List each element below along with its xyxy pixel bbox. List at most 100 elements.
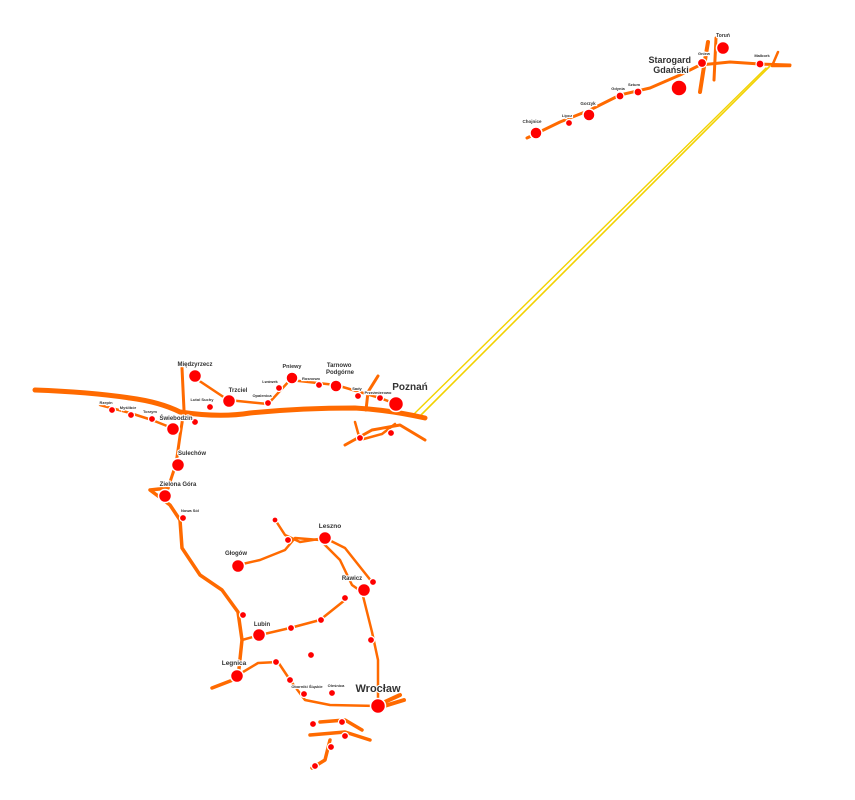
route-sw-descent (148, 486, 244, 690)
city-marker-oborniki[interactable] (299, 689, 309, 699)
city-marker-rzepin[interactable] (107, 405, 117, 415)
city-label-torun: Toruń (716, 33, 730, 39)
city-marker-sztum[interactable] (633, 87, 643, 97)
city-marker-torzym[interactable] (126, 410, 136, 420)
city-marker-sw12[interactable] (308, 719, 318, 729)
city-marker-zielona-gora[interactable] (157, 488, 173, 504)
city-marker-sw10[interactable] (366, 635, 376, 645)
city-marker-tarnowo[interactable] (329, 379, 343, 393)
route-poznan-north (364, 374, 380, 412)
city-marker-swiebodzin[interactable] (165, 421, 181, 437)
city-label-rosnowo: Rosnowo (302, 376, 321, 381)
city-label-rzepin: Rzepin (99, 400, 113, 405)
city-label-zielona-gora: Zielona Góra (160, 482, 197, 488)
city-marker-gorzyk[interactable] (582, 108, 596, 122)
city-marker-leszno[interactable] (317, 530, 333, 546)
city-marker-lwowek[interactable] (274, 383, 284, 393)
city-label-gniew: Gniew (698, 51, 711, 56)
city-label-poznan: Poznań (392, 382, 428, 393)
city-marker-sw16[interactable] (310, 761, 320, 771)
city-label-lubin: Lubin (254, 622, 271, 628)
city-marker-sw2[interactable] (271, 516, 279, 524)
city-label-wroclaw: Wrocław (355, 683, 400, 695)
city-label-olesnica: Oleśnica (328, 683, 345, 688)
city-marker-gdynia[interactable] (615, 91, 625, 101)
city-label-trzciel: Trzciel (229, 388, 248, 394)
city-marker-opalenica[interactable] (263, 398, 273, 408)
route-poznan-loop (353, 420, 397, 442)
city-markers (107, 40, 765, 771)
city-marker-sw7[interactable] (271, 657, 281, 667)
city-marker-sw6[interactable] (238, 610, 248, 620)
city-label-swiebodzin: Świebodzin (160, 415, 193, 422)
city-marker-rawicz[interactable] (356, 582, 372, 598)
city-marker-przezmierowo[interactable] (375, 393, 385, 403)
city-label-myslibor: Myślibór (120, 405, 137, 410)
city-label-tarnowo: Tarnowo Podgórne (326, 363, 355, 376)
city-marker-malbork[interactable] (755, 59, 765, 69)
city-marker-legnica[interactable] (229, 668, 245, 684)
city-label-starogard: Starogard Gdański (648, 55, 693, 75)
city-marker-miedzyrzecz[interactable] (187, 368, 203, 384)
city-marker-sw11[interactable] (368, 577, 378, 587)
city-marker-glogow[interactable] (230, 558, 246, 574)
route-wroclaw-south (308, 718, 372, 770)
city-label-sulechow: Sulechów (178, 451, 206, 457)
city-label-lipcz: Lipcz (562, 113, 572, 118)
city-marker-sulechow[interactable] (170, 457, 186, 473)
city-marker-sw8[interactable] (285, 675, 295, 685)
city-label-miedzyrzecz: Międzyrzecz (177, 362, 212, 368)
city-label-sady: Sady (352, 386, 362, 391)
city-marker-gniew[interactable] (696, 57, 708, 69)
city-label-torzym: Torzym (143, 409, 157, 414)
city-label-opalenica: Opalenica (252, 393, 272, 398)
city-marker-sulechow-e[interactable] (190, 417, 200, 427)
city-label-pniewy: Pniewy (283, 364, 303, 370)
city-marker-chojnice[interactable] (529, 126, 543, 140)
city-label-gorzyk: Gorzyk (580, 101, 596, 106)
city-marker-wroclaw[interactable] (369, 697, 387, 715)
route-central-north (166, 366, 186, 490)
city-label-gdynia: Gdynia (611, 86, 625, 91)
city-label-legnica: Legnica (222, 660, 247, 667)
city-marker-sw5[interactable] (286, 623, 296, 633)
route-link-2 (413, 67, 767, 415)
city-marker-sw1[interactable] (283, 535, 293, 545)
city-marker-nowa-sol[interactable] (178, 513, 188, 523)
route-north-east (770, 50, 792, 68)
city-marker-myslibor[interactable] (147, 414, 157, 424)
city-label-starogard-line1: Starogard (648, 55, 691, 65)
city-marker-poznan[interactable] (387, 395, 405, 413)
route-north-main (525, 60, 792, 140)
city-marker-poz-s1[interactable] (355, 433, 365, 443)
city-label-rawicz: Rawicz (342, 576, 362, 582)
city-marker-trzciel[interactable] (221, 393, 237, 409)
city-marker-sw13[interactable] (337, 717, 347, 727)
route-link (417, 65, 771, 419)
city-marker-lutol[interactable] (205, 402, 215, 412)
route-central-main (32, 387, 428, 421)
city-label-nowa-sol: Nowa Sól (181, 508, 199, 513)
city-marker-olesnica[interactable] (327, 688, 337, 698)
city-marker-torun[interactable] (715, 40, 731, 56)
city-label-malbork: Malbork (754, 53, 770, 58)
city-marker-sw14[interactable] (340, 731, 350, 741)
city-marker-sw4[interactable] (316, 615, 326, 625)
city-marker-rosnowo[interactable] (314, 380, 324, 390)
city-marker-lipcz[interactable] (564, 118, 574, 128)
city-marker-pniewy[interactable] (285, 371, 299, 385)
city-label-tarnowo-line1: Tarnowo (327, 363, 352, 369)
route-north-branch-2 (712, 36, 718, 82)
city-marker-lubin[interactable] (251, 627, 267, 643)
city-labels: Toruń Starogard Gdański Gniew Malbork Sz… (98, 32, 771, 696)
city-marker-poz-s2[interactable] (386, 428, 396, 438)
city-marker-sw15[interactable] (326, 742, 336, 752)
city-marker-sw9[interactable] (306, 650, 316, 660)
city-marker-sw3[interactable] (340, 593, 350, 603)
city-label-lutol: Lutol Suchy (191, 397, 215, 402)
city-label-leszno: Leszno (319, 523, 341, 530)
city-marker-sady[interactable] (353, 391, 363, 401)
route-leszno (272, 516, 327, 544)
city-marker-starogard[interactable] (670, 79, 688, 97)
